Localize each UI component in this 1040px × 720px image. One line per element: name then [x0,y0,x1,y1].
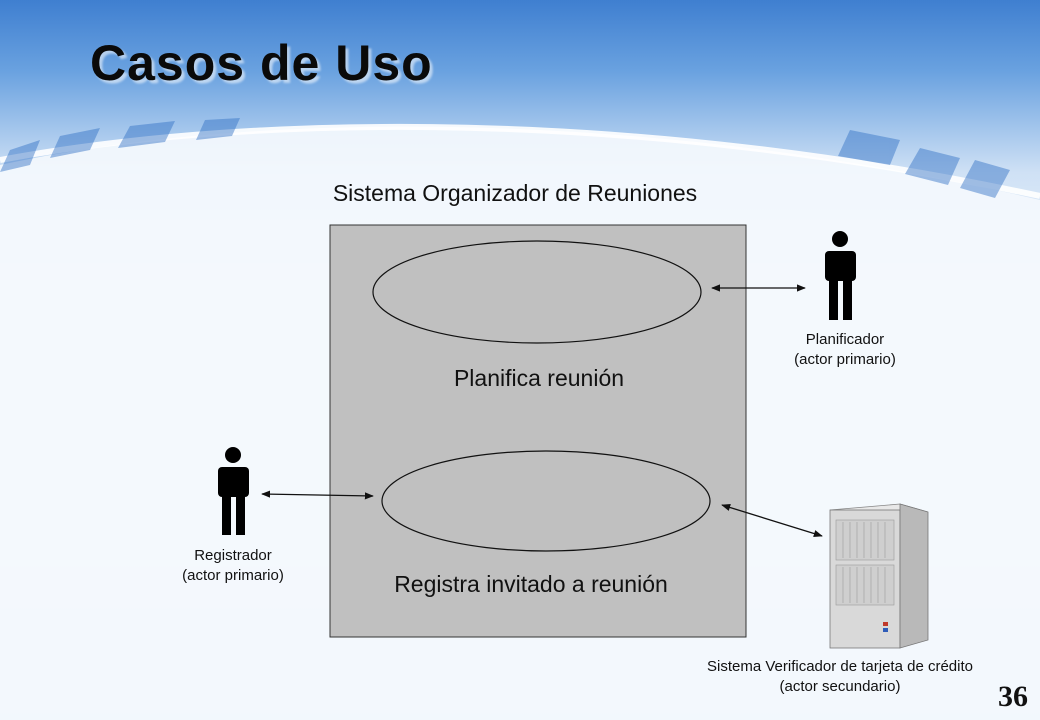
use-case-planifica-ellipse [372,240,702,344]
use-case-registra-ellipse [381,450,711,552]
server-cabinet-icon [829,503,929,649]
page-number: 36 [998,680,1028,713]
actor-planificador-label: Planificador (actor primario) [770,330,920,369]
association-verificador [721,503,823,538]
actor-role: (actor secundario) [779,677,901,695]
actor-registrador-label: Registrador (actor primario) [158,546,308,585]
person-icon [825,231,856,320]
association-registrador [261,490,374,500]
use-case-registra-label: Registra invitado a reunión [394,571,668,597]
actor-name: Sistema Verificador de tarjeta de crédit… [707,658,973,675]
actor-name: Planificador [805,331,885,348]
slide-title: Casos de Uso [90,35,433,91]
actor-name: Registrador [194,547,272,564]
system-name: Sistema Organizador de Reuniones [332,180,698,206]
actor-role: (actor primario) [182,566,284,584]
actor-verificador-label: Sistema Verificador de tarjeta de crédit… [660,657,1020,696]
use-case-planifica-label: Planifica reunión [453,365,625,391]
person-icon [218,447,249,535]
actor-role: (actor primario) [794,350,896,368]
